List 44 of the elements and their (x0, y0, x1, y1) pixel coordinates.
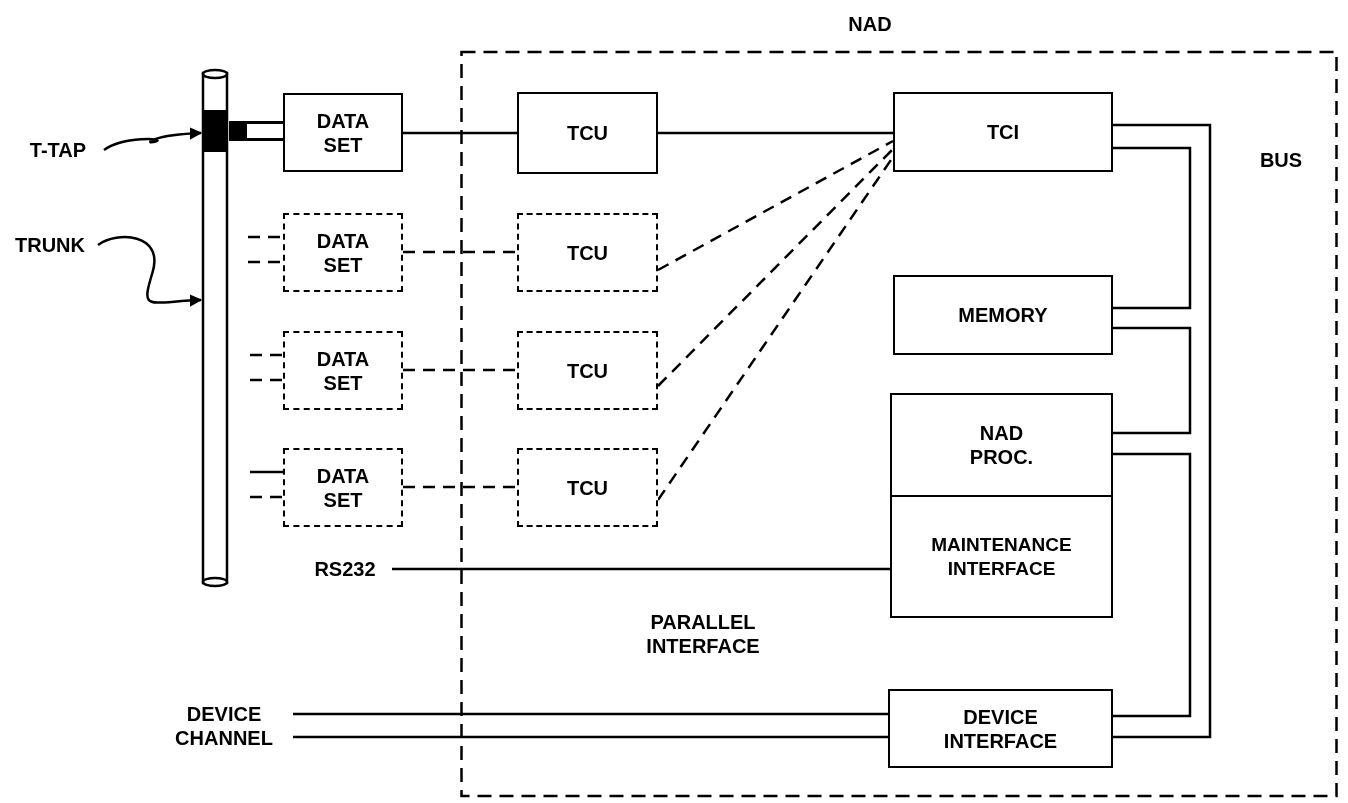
dashed-connector (250, 378, 283, 382)
curved-arrow (97, 235, 203, 307)
dashed-process-box: TCU (517, 331, 658, 410)
connector-line (392, 567, 890, 571)
dashed-connector (657, 148, 894, 387)
text-label: DEVICE CHANNEL (155, 700, 293, 752)
dashed-connector (403, 485, 517, 489)
dashed-connector (657, 139, 894, 272)
tap-connector (229, 121, 283, 141)
dashed-connector (248, 235, 283, 239)
text-label: RS232 (298, 556, 392, 582)
connector-line (658, 131, 893, 135)
dashed-process-box: DATA SET (283, 331, 403, 410)
process-box: DEVICE INTERFACE (888, 689, 1113, 768)
connector-line (1113, 326, 1192, 435)
connector-line (293, 735, 888, 739)
connector-line (403, 131, 517, 135)
dashed-connector (248, 260, 283, 264)
text-label: T-TAP (18, 137, 98, 163)
group-heading: NAD (847, 12, 893, 36)
dashed-process-box: DATA SET (283, 213, 403, 292)
dashed-connector (403, 368, 517, 372)
text-label: PARALLEL INTERFACE (645, 610, 761, 658)
dashed-connector (250, 495, 283, 499)
dashed-process-box: TCU (517, 448, 658, 527)
connector-line (1113, 123, 1212, 739)
connector-line (293, 712, 888, 716)
text-label: TRUNK (8, 232, 92, 258)
dashed-connector (250, 353, 283, 357)
process-box: DATA SET (283, 93, 403, 172)
process-box: TCI (893, 92, 1113, 172)
process-box: MEMORY (893, 275, 1113, 355)
dashed-connector (403, 250, 517, 254)
process-box: NAD PROC. (890, 393, 1113, 497)
curved-arrow (103, 127, 203, 152)
dashed-process-box: DATA SET (283, 448, 403, 527)
trunk-cable-drawing (201, 68, 229, 588)
process-box: TCU (517, 92, 658, 174)
dashed-process-box: TCU (517, 213, 658, 292)
connector-line (250, 470, 283, 474)
connector-line (1113, 146, 1192, 310)
process-box: MAINTENANCE INTERFACE (890, 495, 1113, 618)
text-label: BUS (1258, 148, 1304, 172)
connector-line (1113, 452, 1192, 718)
